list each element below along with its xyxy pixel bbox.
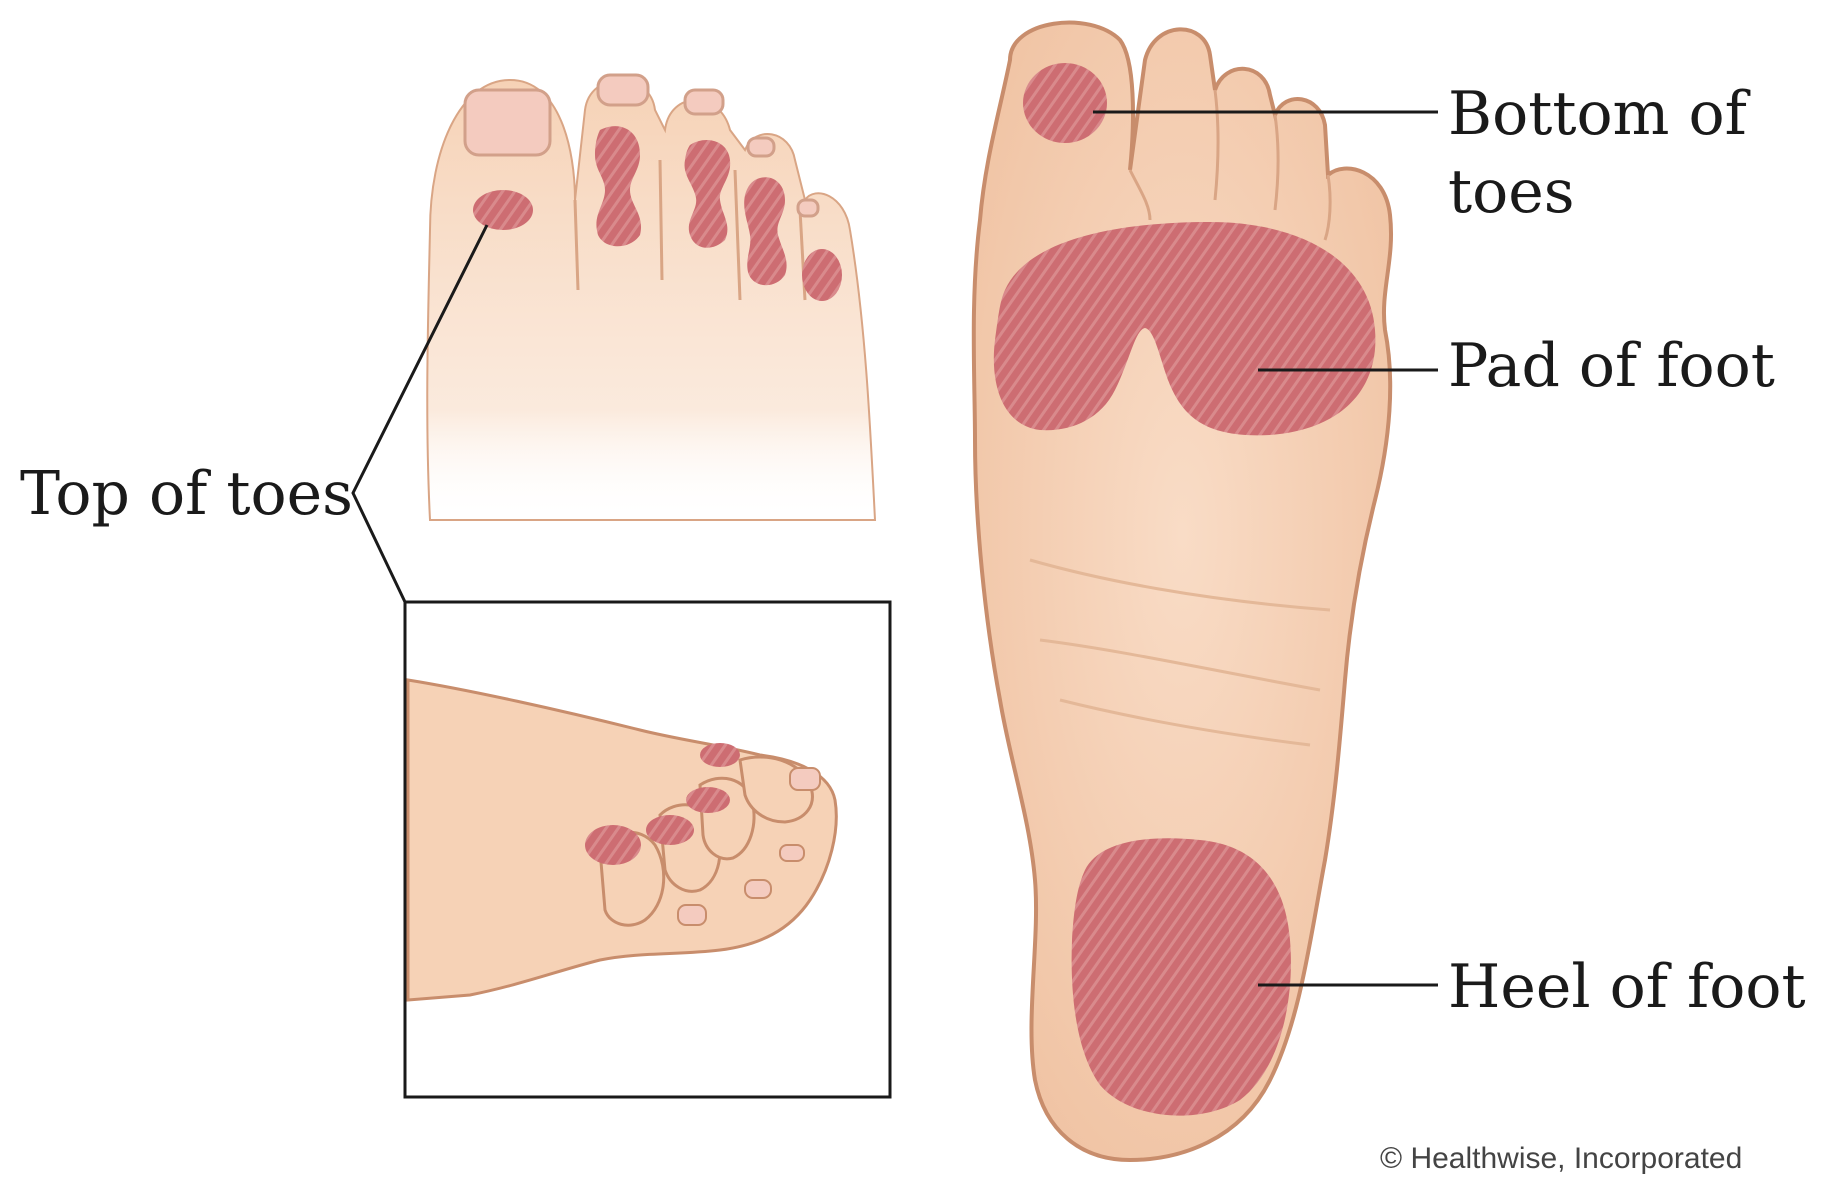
toenail-5 [798,200,818,216]
inset-area-3 [686,787,730,813]
inset-area-2 [646,815,694,845]
label-top-of-toes: Top of toes [20,460,353,529]
top-view-foot [427,75,875,520]
heel-of-foot-area [1072,838,1291,1115]
inset-area-1 [585,825,641,865]
bottom-of-toes-area [1023,63,1107,143]
label-pad-of-foot: Pad of foot [1448,332,1775,401]
toenail-3 [685,90,723,114]
big-toenail [465,90,550,155]
top-toe-area-1 [473,190,533,230]
inset-area-4 [700,743,740,767]
sole-view-foot [974,23,1391,1160]
top-toe-area-5 [802,249,842,301]
inset-side-view [405,602,890,1097]
label-bottom-of-toes-line2: toes [1448,158,1575,227]
pad-of-foot-area [994,222,1376,435]
label-heel-of-foot: Heel of foot [1448,953,1806,1022]
toenail-2 [598,75,648,105]
label-bottom-of-toes-line1: Bottom of [1448,80,1747,149]
toenail-4 [748,138,774,156]
copyright-credit: © Healthwise, Incorporated [1380,1142,1742,1176]
